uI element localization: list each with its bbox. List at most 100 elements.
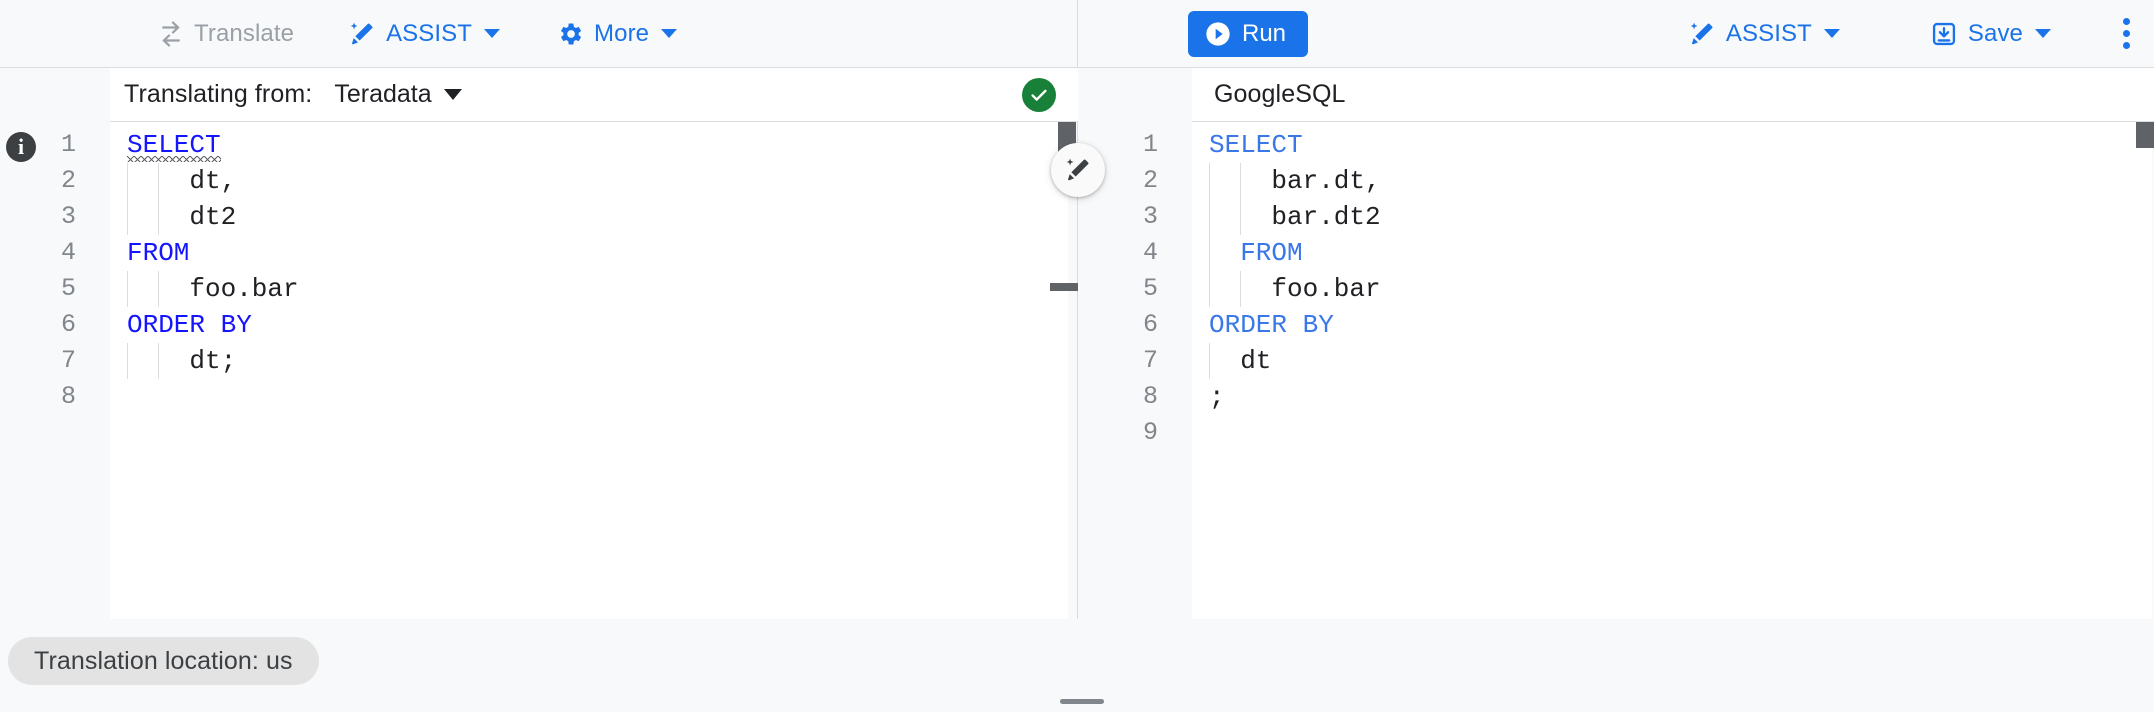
sql-identifier: dt, xyxy=(189,166,237,196)
code-line: bar.dt2 xyxy=(1192,199,1381,235)
sql-identifier: bar.dt, xyxy=(1271,166,1381,196)
target-header-gutter xyxy=(1078,68,1192,122)
line-number: 7 xyxy=(60,346,76,375)
line-number: 3 xyxy=(1142,202,1158,231)
save-button-label: Save xyxy=(1967,19,2023,47)
source-header-gutter xyxy=(0,68,110,122)
sql-keyword: FROM xyxy=(1240,238,1303,268)
target-dialect-label: GoogleSQL xyxy=(1214,80,1346,108)
magic-wand-edit-icon[interactable] xyxy=(1051,143,1105,197)
sql-keyword: SELECT xyxy=(1209,130,1303,160)
toolbar-left-group: Translate ASSIST More xyxy=(0,0,1078,67)
indent-guide xyxy=(127,343,128,379)
save-button[interactable]: Save xyxy=(1920,14,2061,54)
code-line: dt; xyxy=(110,343,236,379)
code-line: SELECT xyxy=(110,127,221,163)
sql-identifier: dt; xyxy=(189,346,237,376)
code-line xyxy=(1192,415,1209,451)
code-line xyxy=(110,379,127,415)
gear-icon xyxy=(556,20,584,48)
line-number: 9 xyxy=(1142,418,1158,447)
sql-identifier: ; xyxy=(1209,382,1225,412)
source-dialect-select[interactable]: Teradata xyxy=(334,80,462,109)
run-button[interactable]: Run xyxy=(1188,10,1309,57)
line-number: 2 xyxy=(1142,166,1158,195)
indent-guide xyxy=(127,163,128,235)
translating-from-label: Translating from: xyxy=(124,80,313,108)
panel-resize-handle[interactable] xyxy=(1060,699,1104,704)
line-number: 6 xyxy=(1142,310,1158,339)
save-download-icon xyxy=(1930,20,1958,48)
main-toolbar: Translate ASSIST More xyxy=(0,0,2154,68)
more-vert-icon[interactable] xyxy=(2113,12,2140,55)
sql-identifier: dt2 xyxy=(189,202,237,232)
chevron-down-icon xyxy=(2035,29,2051,38)
magic-wand-icon xyxy=(1688,20,1716,48)
indent-guide xyxy=(1209,343,1210,379)
translation-location-chip[interactable]: Translation location: us xyxy=(8,637,319,685)
indent-guide xyxy=(158,271,160,307)
check-circle-icon xyxy=(1022,77,1056,112)
sql-keyword: ORDER BY xyxy=(127,310,252,340)
source-pane-header: Translating from: Teradata xyxy=(110,68,1078,122)
code-line: ORDER BY xyxy=(1192,307,1334,343)
code-line: SELECT xyxy=(1192,127,1303,163)
sql-keyword: ORDER BY xyxy=(1209,310,1334,340)
line-number: 1 xyxy=(60,130,76,159)
target-pane-header: GoogleSQL xyxy=(1192,68,2154,122)
line-number: 2 xyxy=(60,166,76,195)
translate-swap-icon xyxy=(158,20,184,47)
assist-left-label: ASSIST xyxy=(386,19,473,47)
code-line: foo.bar xyxy=(110,271,299,307)
play-circle-icon xyxy=(1204,20,1232,48)
info-icon[interactable]: i xyxy=(6,132,36,162)
line-number: 8 xyxy=(1142,382,1158,411)
magic-wand-icon xyxy=(348,20,376,48)
sql-identifier: foo.bar xyxy=(189,274,299,304)
indent-guide xyxy=(1240,271,1242,307)
sql-identifier: dt xyxy=(1240,346,1272,376)
translate-button[interactable]: Translate xyxy=(148,14,304,54)
chevron-down-icon xyxy=(1823,29,1840,38)
indent-guide xyxy=(158,163,160,235)
code-line: dt, xyxy=(110,163,236,199)
line-number: 1 xyxy=(1142,130,1158,159)
error-squiggle xyxy=(127,156,221,162)
footer-bar: Translation location: us xyxy=(0,619,2154,712)
sql-identifier: foo.bar xyxy=(1271,274,1381,304)
source-dialect-value: Teradata xyxy=(334,80,432,108)
code-line: dt2 xyxy=(110,199,236,235)
more-button-label: More xyxy=(594,19,650,47)
toolbar-right-group: Run ASSIST Save xyxy=(1078,0,2154,67)
line-number: 8 xyxy=(60,382,76,411)
line-number: 4 xyxy=(60,238,76,267)
chevron-down-icon xyxy=(443,89,462,100)
sql-keyword: SELECT xyxy=(127,130,221,160)
code-line: FROM xyxy=(110,235,189,271)
sql-keyword: FROM xyxy=(127,238,190,268)
line-number: 5 xyxy=(1142,274,1158,303)
run-button-label: Run xyxy=(1242,19,1287,47)
assist-left-button[interactable]: ASSIST xyxy=(338,14,510,54)
code-line: dt xyxy=(1192,343,1271,379)
code-line: foo.bar xyxy=(1192,271,1381,307)
assist-right-button[interactable]: ASSIST xyxy=(1678,14,1850,54)
assist-right-label: ASSIST xyxy=(1725,19,1812,47)
source-line-gutter: i 1 2 3 4 5 6 7 8 xyxy=(0,122,110,619)
more-button[interactable]: More xyxy=(546,14,687,54)
line-number: 3 xyxy=(60,202,76,231)
chevron-down-icon xyxy=(661,29,678,38)
line-number: 6 xyxy=(60,310,76,339)
chevron-down-icon xyxy=(484,29,501,38)
source-horizontal-scrollbar-thumb[interactable] xyxy=(1050,283,1078,291)
target-vertical-scrollbar-thumb[interactable] xyxy=(2136,122,2154,148)
sql-identifier: bar.dt2 xyxy=(1271,202,1381,232)
indent-guide xyxy=(158,343,160,379)
line-number: 5 xyxy=(60,274,76,303)
line-number: 7 xyxy=(1142,346,1158,375)
translate-button-label: Translate xyxy=(194,19,295,47)
